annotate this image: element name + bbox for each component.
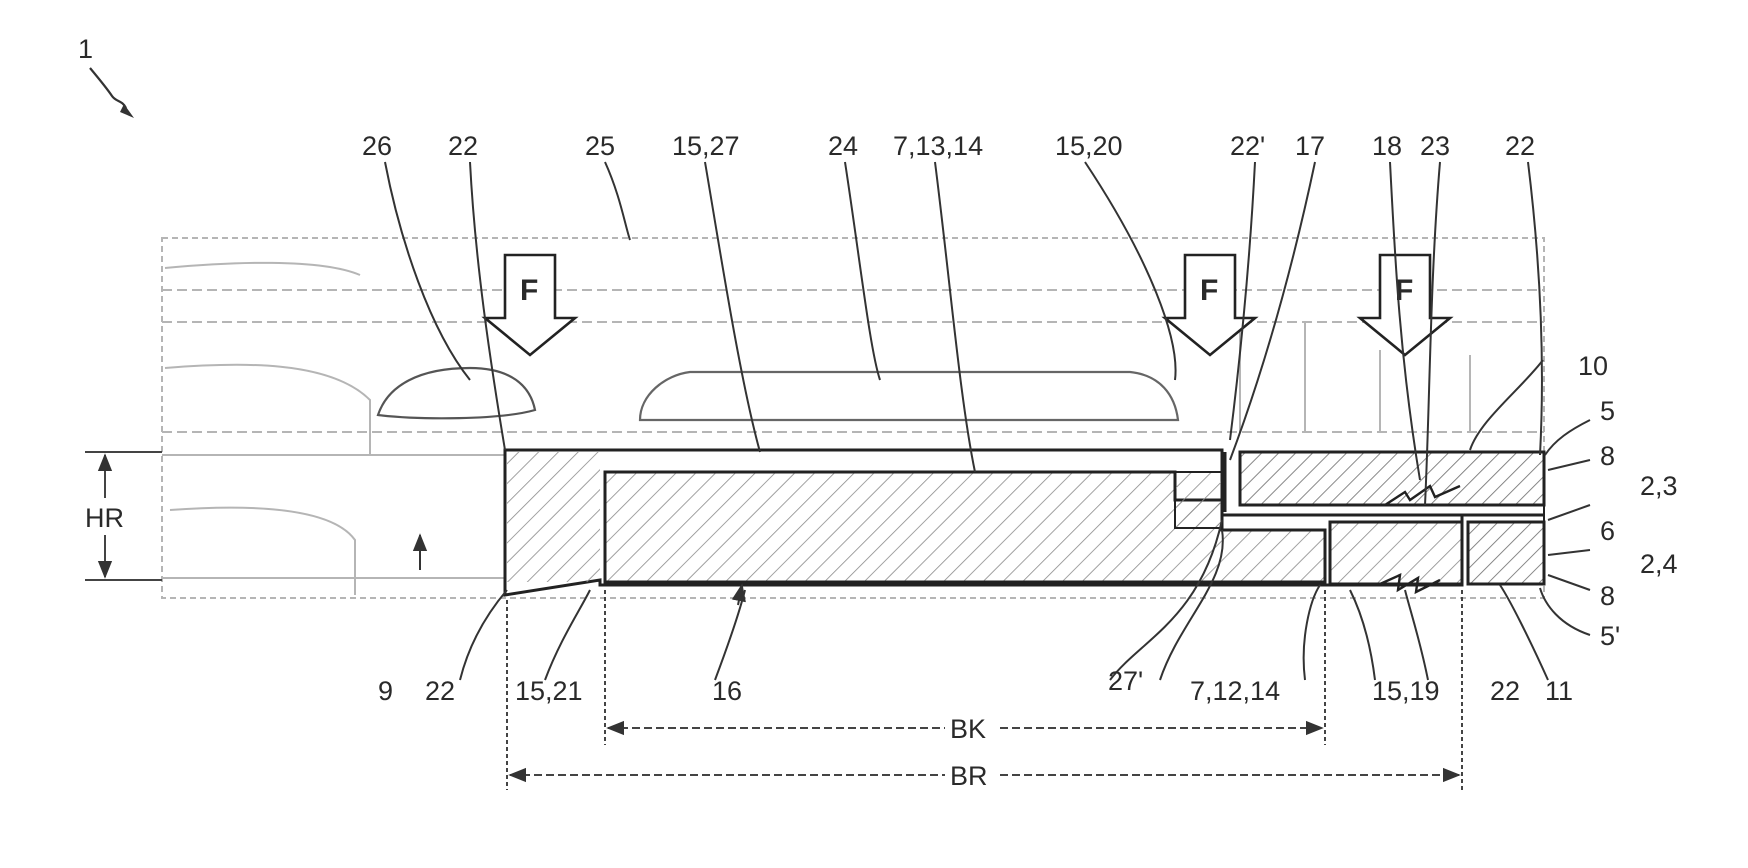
label-24: 24 [828,131,858,161]
label-22-prime: 22' [1230,131,1265,161]
bead-26-shape [378,368,535,418]
label-15-21: 15,21 [515,676,583,706]
plate-2-3 [1240,452,1544,505]
label-26: 26 [362,131,392,161]
figure-number-arrowhead [120,104,134,118]
label-8-upper: 8 [1600,441,1615,471]
dimension-br [507,590,1462,790]
label-2-3: 2,3 [1640,471,1678,501]
label-16: 16 [712,676,742,706]
label-15-19: 15,19 [1372,676,1440,706]
dimension-hr-label: HR [85,503,124,533]
label-23: 23 [1420,131,1450,161]
label-7-13-14: 7,13,14 [893,131,983,161]
label-5: 5 [1600,396,1615,426]
label-10: 10 [1578,351,1608,381]
block-7-12-14 [1330,522,1462,584]
figure-number-leader [90,68,126,108]
dimension-br-label: BR [950,761,988,791]
label-25: 25 [585,131,615,161]
label-22-top-left: 22 [448,131,478,161]
ring-wall-21 [507,452,600,582]
label-9: 9 [378,676,393,706]
label-22-top-right: 22 [1505,131,1535,161]
figure-number: 1 [78,34,93,64]
plate-2-4 [1468,522,1544,584]
dimension-bk-label: BK [950,714,986,744]
label-22-bottom-left: 22 [425,676,455,706]
bead-24-shape [640,372,1178,420]
cross-section [505,450,1544,595]
label-22-bottom-right: 22 [1490,676,1520,706]
label-17: 17 [1295,131,1325,161]
label-6: 6 [1600,516,1615,546]
label-5-prime: 5' [1600,621,1620,651]
label-15-27: 15,27 [672,131,740,161]
force-label-middle: F [1200,274,1218,307]
label-27-prime: 27' [1108,666,1143,696]
element-17-block [1175,472,1222,528]
label-15-20: 15,20 [1055,131,1123,161]
label-18: 18 [1372,131,1402,161]
label-2-4: 2,4 [1640,549,1678,579]
force-label-left: F [520,274,538,307]
label-7-12-14: 7,12,14 [1190,676,1280,706]
label-11: 11 [1545,676,1573,706]
label-8-lower: 8 [1600,581,1615,611]
